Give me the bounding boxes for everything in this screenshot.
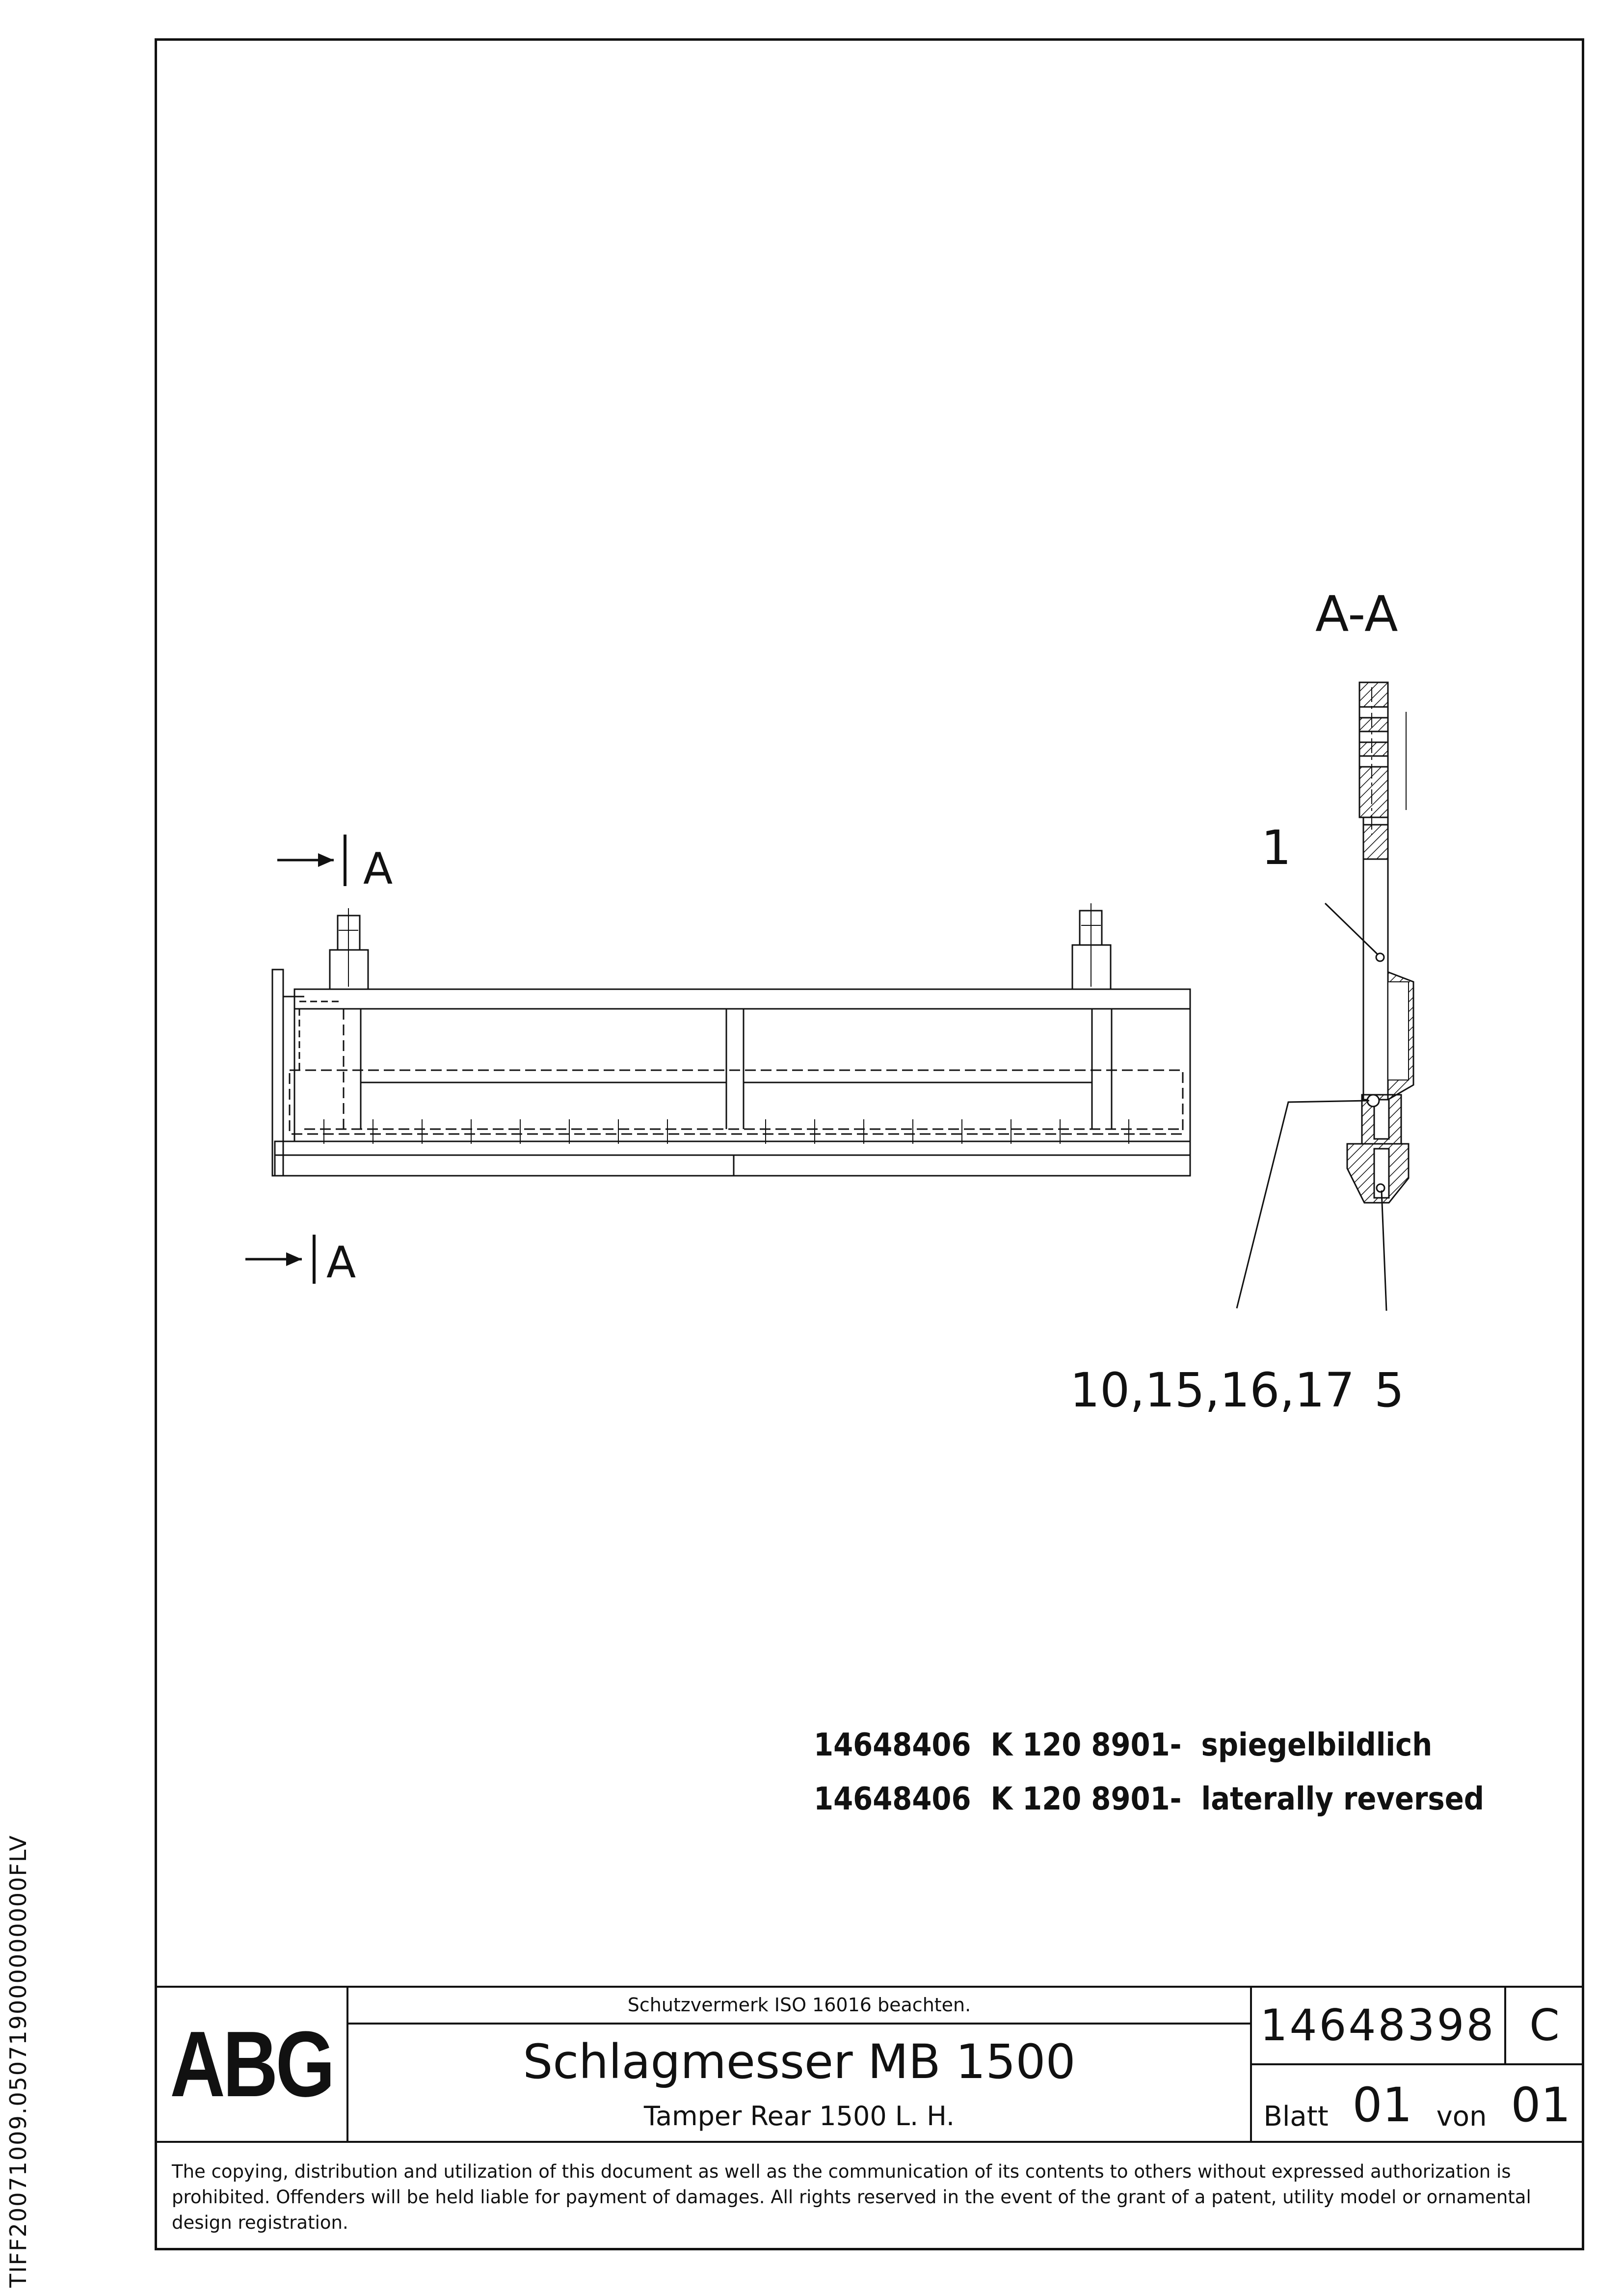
- sheet-label: Blatt: [1263, 2101, 1329, 2133]
- drawing-title-en: Tamper Rear 1500 L. H.: [643, 2100, 955, 2132]
- callout-1: 1: [1261, 820, 1291, 875]
- sheet-number: 01: [1352, 2078, 1412, 2133]
- drawing-frame: [155, 38, 1584, 2250]
- copyright-notice: The copying, distribution and utilizatio…: [172, 2161, 1531, 2233]
- sheet-total: 01: [1511, 2078, 1571, 2133]
- section-title: A-A: [1315, 585, 1398, 643]
- front-view: [271, 903, 1191, 1177]
- leader-lines: [1236, 902, 1387, 1311]
- section-marker-bottom: A: [245, 1235, 356, 1288]
- protection-notice: Schutzvermerk ISO 16016 beachten.: [627, 1994, 971, 2016]
- of-label: von: [1436, 2101, 1487, 2133]
- section-view: [1346, 681, 1414, 1204]
- logo-cell: [155, 1986, 348, 2143]
- callout-5: 5: [1374, 1363, 1404, 1418]
- company-logo: ABG: [170, 2012, 335, 2116]
- number-divider: [1250, 2063, 1584, 2065]
- callout-10-15-16-17: 10,15,16,17: [1070, 1363, 1355, 1418]
- drawing-number: 14648398: [1260, 2000, 1496, 2051]
- drawing-title-de: Schlagmesser MB 1500: [523, 2034, 1076, 2089]
- notice-divider: [346, 2023, 1252, 2025]
- section-marker-bottom-label: A: [326, 1237, 356, 1288]
- sheet-info: Blatt 01 von 01: [1251, 2065, 1583, 2141]
- section-marker-top: A: [277, 835, 393, 894]
- section-marker-top-label: A: [363, 843, 393, 894]
- revision-divider: [1504, 1986, 1506, 2065]
- revision-letter: C: [1529, 2000, 1560, 2051]
